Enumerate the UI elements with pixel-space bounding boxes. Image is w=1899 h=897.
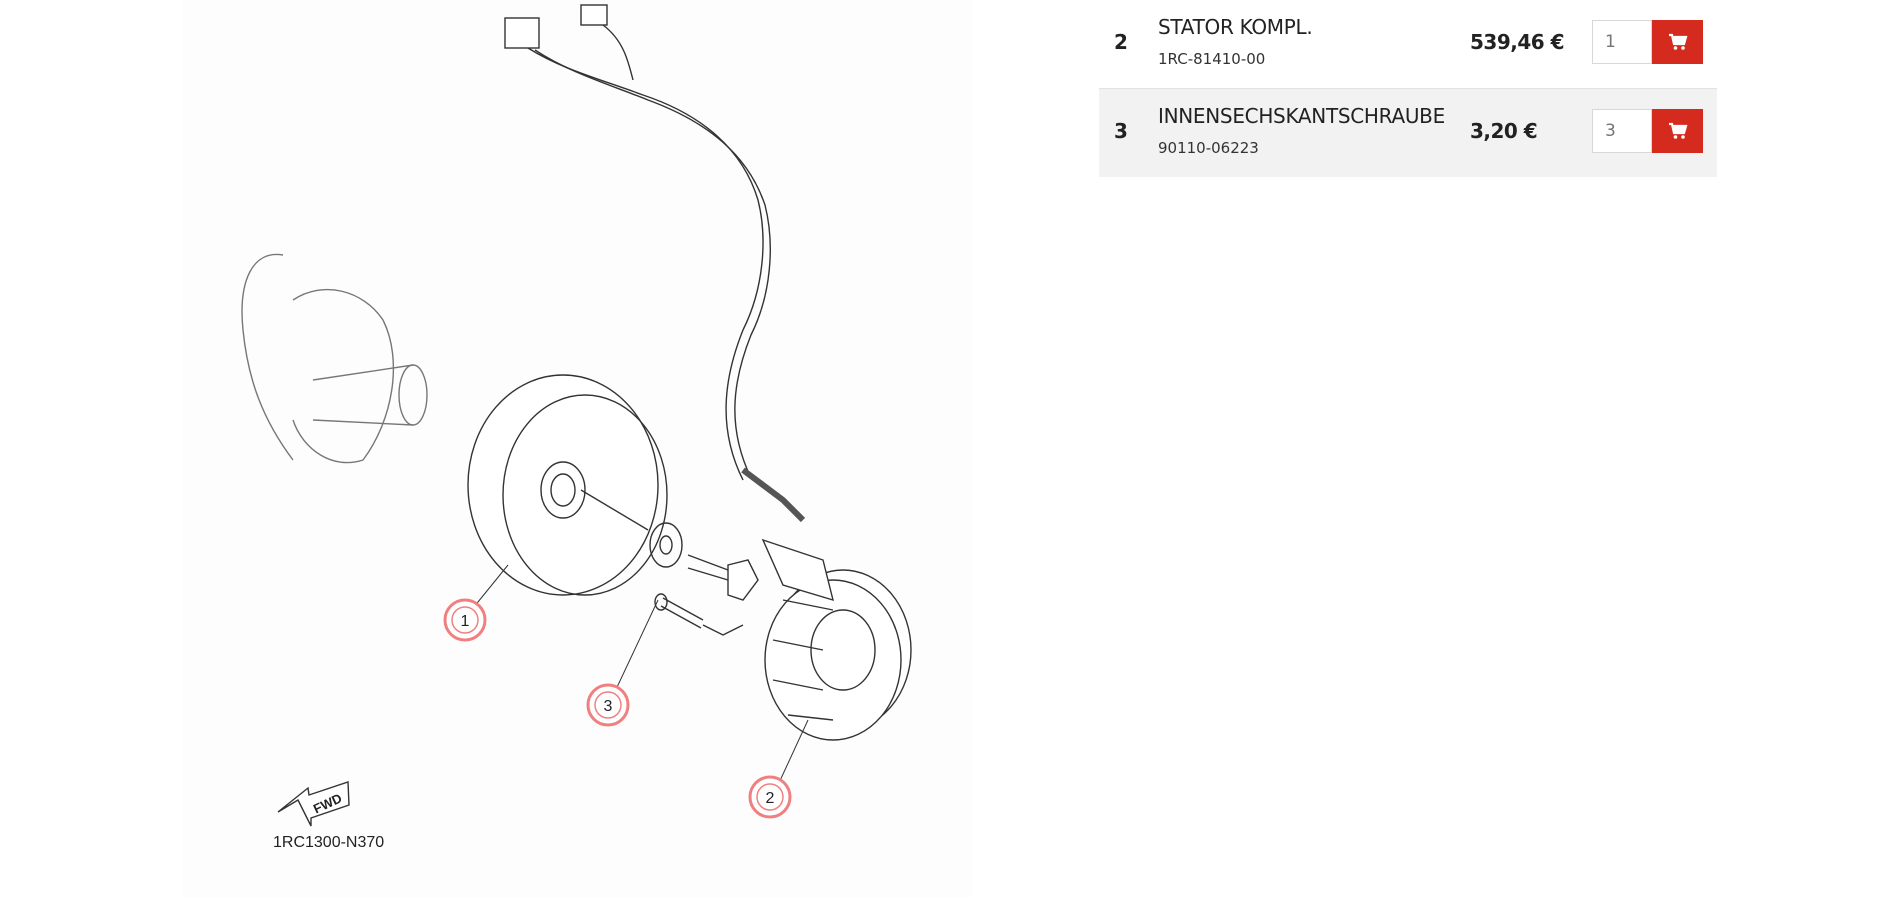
callout-3-label: 3 bbox=[604, 698, 613, 715]
part-name: INNENSECHSKANTSCHRAUBE bbox=[1158, 104, 1445, 128]
cart-icon bbox=[1668, 122, 1687, 139]
callout-3[interactable]: 3 bbox=[586, 683, 630, 727]
part-number: 1RC-81410-00 bbox=[1158, 50, 1266, 68]
crankshaft bbox=[241, 253, 428, 464]
wire-harness bbox=[504, 4, 806, 523]
part-row: 2 STATOR KOMPL. 1RC-81410-00 539,46 € bbox=[1099, 0, 1717, 89]
stator bbox=[761, 538, 912, 741]
callout-2-label: 2 bbox=[766, 790, 775, 807]
quantity-input[interactable] bbox=[1592, 109, 1652, 153]
bolts bbox=[654, 554, 759, 636]
callout-2[interactable]: 2 bbox=[748, 775, 792, 819]
part-number: 90110-06223 bbox=[1158, 139, 1259, 157]
parts-diagram: 1 3 2 FWD 1RC1300-N370 bbox=[183, 0, 973, 897]
add-to-cart-button[interactable] bbox=[1652, 20, 1703, 64]
part-position: 3 bbox=[1114, 119, 1128, 143]
part-price: 3,20 € bbox=[1470, 119, 1538, 143]
add-to-cart-button[interactable] bbox=[1652, 109, 1703, 153]
part-row: 3 INNENSECHSKANTSCHRAUBE 90110-06223 3,2… bbox=[1099, 89, 1717, 177]
diagram-code: 1RC1300-N370 bbox=[273, 834, 385, 851]
fwd-arrow-icon: FWD bbox=[277, 781, 350, 827]
leader-lines bbox=[464, 564, 809, 786]
callout-1-label: 1 bbox=[461, 613, 470, 630]
exploded-view-drawing: 1 3 2 FWD bbox=[241, 4, 912, 827]
part-name: STATOR KOMPL. bbox=[1158, 15, 1313, 39]
quantity-input[interactable] bbox=[1592, 20, 1652, 64]
part-position: 2 bbox=[1114, 30, 1128, 54]
rotor bbox=[467, 374, 683, 596]
parts-list: 2 STATOR KOMPL. 1RC-81410-00 539,46 € 3 … bbox=[1099, 0, 1717, 177]
callout-1[interactable]: 1 bbox=[443, 598, 487, 642]
part-price: 539,46 € bbox=[1470, 30, 1565, 54]
cart-icon bbox=[1668, 33, 1687, 50]
